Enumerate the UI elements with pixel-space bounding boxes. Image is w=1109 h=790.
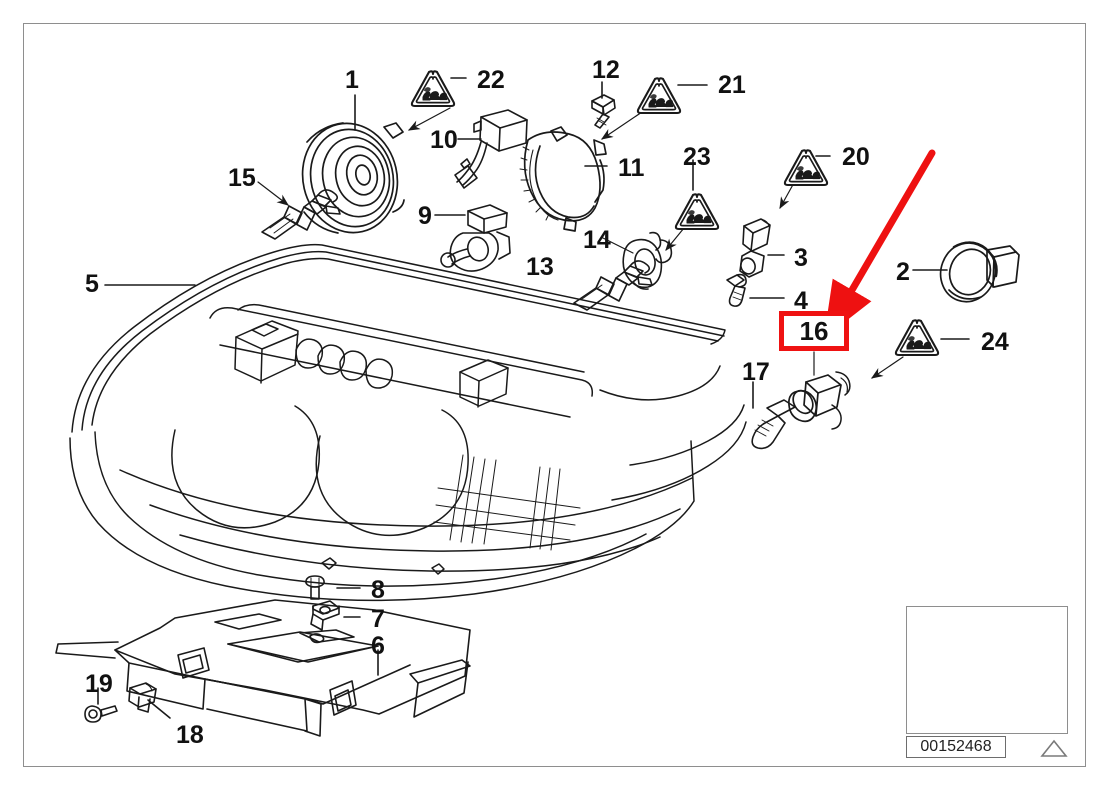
callout-15: 15 (228, 164, 256, 192)
callout-2: 2 (896, 258, 910, 286)
diagram-number-box: 00152468 (906, 736, 1006, 758)
callout-11: 11 (618, 154, 645, 182)
corner-triangle-icon (1040, 739, 1068, 757)
callout-24: 24 (981, 328, 1009, 356)
callout-18: 18 (176, 721, 204, 749)
callout-4: 4 (794, 287, 808, 315)
callout-21: 21 (718, 71, 746, 99)
callout-22: 22 (477, 66, 505, 94)
callout-3: 3 (794, 244, 808, 272)
callout-5: 5 (85, 270, 99, 298)
callout-19: 19 (85, 670, 113, 698)
callout-9: 9 (418, 202, 432, 230)
callout-14: 14 (583, 226, 611, 254)
callout-7: 7 (371, 605, 385, 633)
vehicle-location-thumbnail (906, 606, 1068, 734)
callout-20: 20 (842, 143, 870, 171)
callout-12: 12 (592, 56, 620, 84)
callout-23: 23 (683, 143, 711, 171)
diagram-number-text: 00152468 (920, 738, 992, 755)
highlight-label-16: 16 (799, 315, 829, 346)
callout-1: 1 (345, 66, 359, 94)
callout-17: 17 (742, 358, 770, 386)
callout-10: 10 (430, 126, 458, 154)
page-frame-border (23, 23, 1086, 767)
callout-13: 13 (526, 253, 554, 281)
red-highlight-arrow (823, 149, 936, 339)
callout-6: 6 (371, 632, 385, 660)
highlight-box-part-16 (779, 311, 849, 351)
callout-8: 8 (371, 576, 385, 604)
